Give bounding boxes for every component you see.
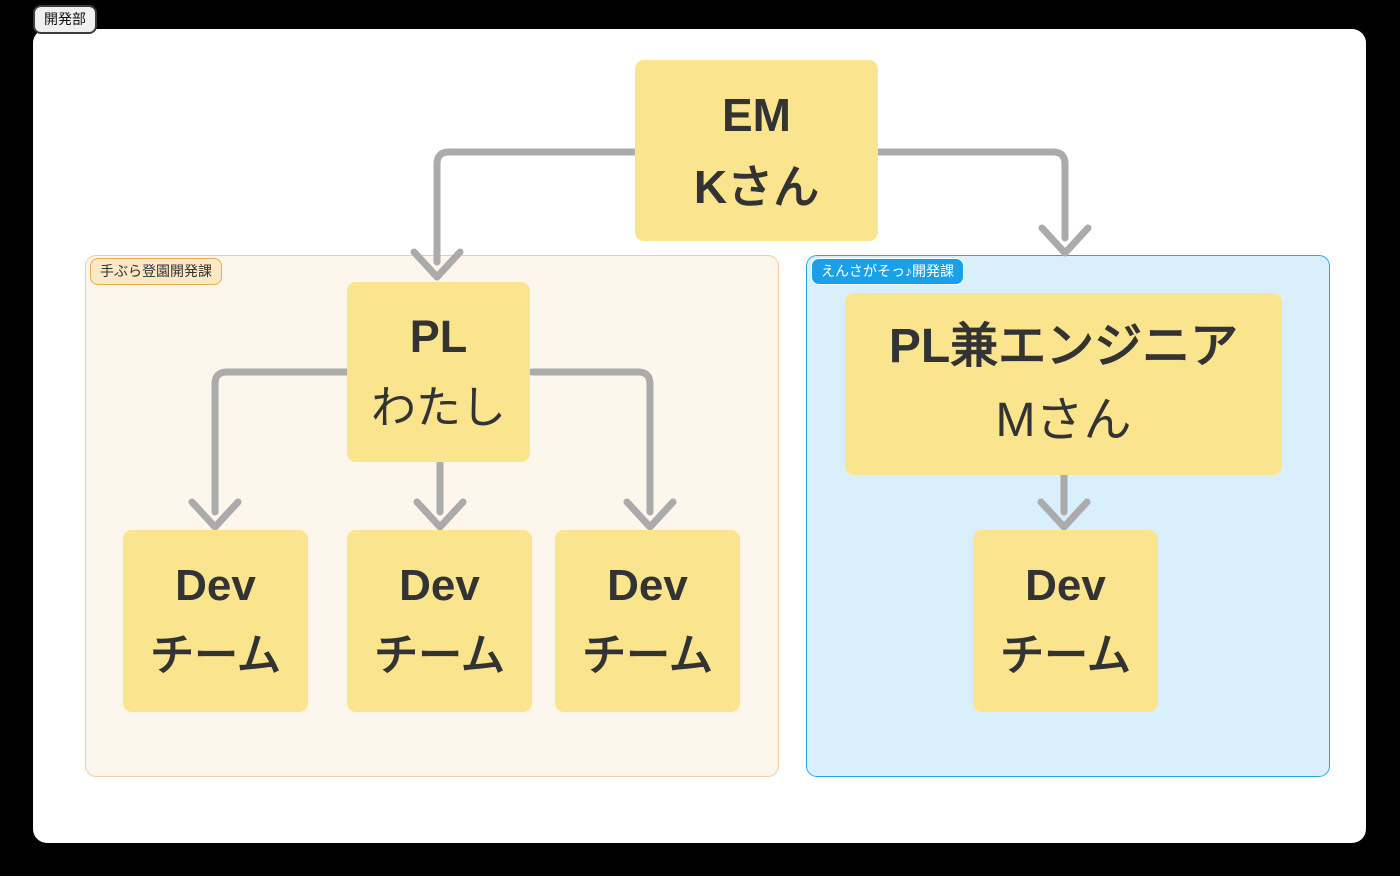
node-pl-engineer: PL兼エンジニア Mさん [845, 293, 1282, 475]
node-pl-engineer-role: PL兼エンジニア [888, 320, 1239, 373]
node-dev-team-4-line1: Dev [1025, 561, 1106, 610]
node-dev-team-2: Dev チーム [347, 530, 532, 712]
department-label-badge: 開発部 [33, 5, 97, 34]
node-pl-person: わたし [370, 382, 506, 433]
node-dev-team-3-line1: Dev [607, 561, 688, 610]
node-dev-team-3: Dev チーム [555, 530, 740, 712]
group-label-tebura-touen: 手ぶら登園開発課 [90, 258, 222, 285]
node-dev-team-1-line2: チーム [150, 631, 281, 680]
node-dev-team-1: Dev チーム [123, 530, 308, 712]
group-label-ensagaso: えんさがそっ♪開発課 [811, 258, 964, 285]
node-pl-engineer-person: Mさん [995, 394, 1132, 447]
node-pl-role: PL [409, 311, 468, 362]
node-pl-watashi: PL わたし [347, 282, 530, 462]
node-em-role: EM [722, 88, 791, 141]
node-dev-team-3-line2: チーム [582, 631, 713, 680]
node-em: EM Kさん [635, 60, 878, 241]
node-dev-team-2-line2: チーム [374, 631, 505, 680]
node-dev-team-1-line1: Dev [175, 561, 256, 610]
node-dev-team-2-line1: Dev [399, 561, 480, 610]
node-dev-team-4-line2: チーム [1000, 631, 1131, 680]
node-em-person: Kさん [693, 160, 820, 213]
node-dev-team-4: Dev チーム [973, 530, 1158, 712]
